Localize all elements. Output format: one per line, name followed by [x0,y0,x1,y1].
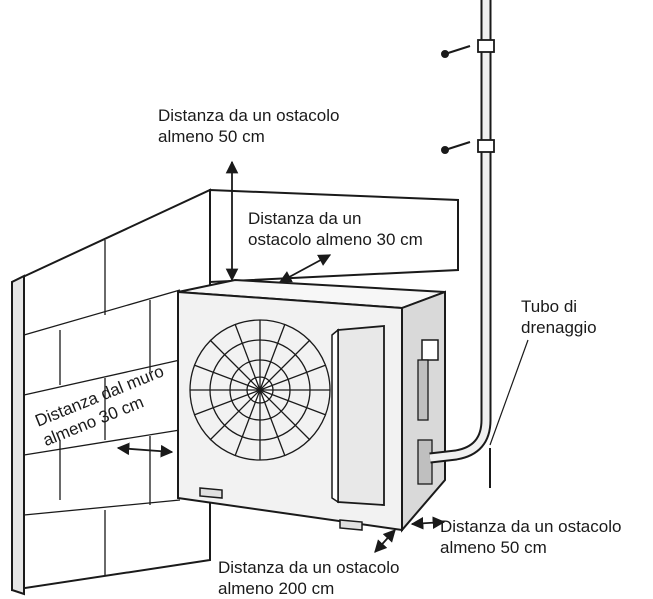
label-line: ostacolo almeno 30 cm [248,230,423,249]
arrow-side [410,516,446,530]
label-line: almeno 50 cm [440,538,547,557]
label-side-clearance: Distanza da un ostacolo almeno 50 cm [440,516,621,558]
label-line: Distanza da un ostacolo [218,558,400,577]
label-line: almeno 50 cm [158,127,265,146]
drain-leader-line [489,339,529,446]
arrow-back [278,254,332,283]
screw-icon [441,45,471,58]
fan-grille [189,319,331,461]
label-top-clearance: Distanza da un ostacolo almeno 50 cm [158,105,339,147]
screw-icon [441,141,471,154]
label-line: almeno 200 cm [218,579,335,598]
label-front-clearance: Distanza da un ostacolo almeno 200 cm [218,557,399,599]
distance-arrows [116,160,446,553]
label-line: Distanza da un ostacolo [440,517,622,536]
label-line: Distanza da un [248,209,362,228]
arrow-front [374,529,396,553]
label-back-clearance: Distanza da un ostacolo almeno 30 cm [248,208,423,250]
label-line: Tubo di [521,297,578,316]
drain-pipe [429,0,495,488]
label-line: Distanza da un ostacolo [158,106,340,125]
side-wall [11,188,211,596]
arrow-wall [116,442,174,458]
label-drain-pipe: Tubo di drenaggio [521,296,597,338]
outdoor-unit [177,278,446,533]
label-line: drenaggio [521,318,597,337]
